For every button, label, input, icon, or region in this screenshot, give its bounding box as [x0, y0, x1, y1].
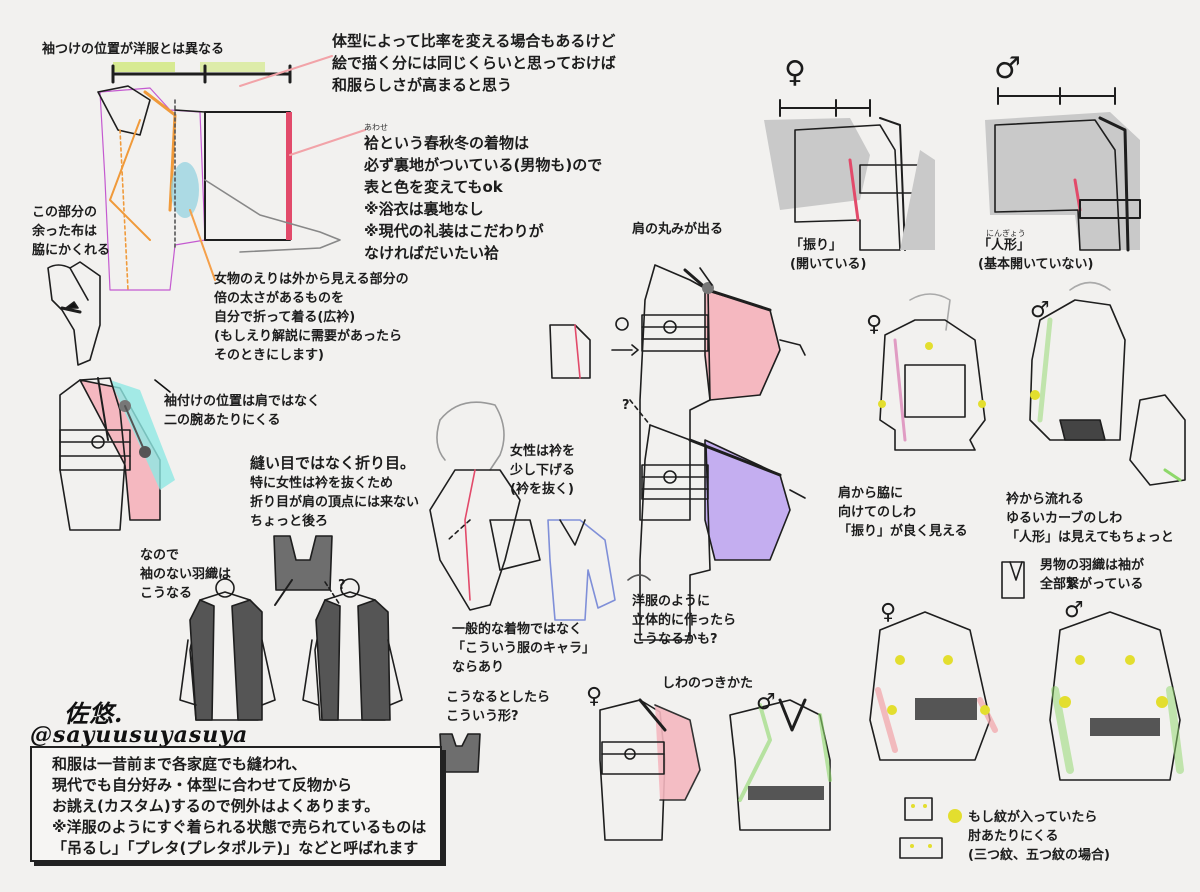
shoulder-arrow-figure — [47, 261, 101, 366]
profile-crease-figure — [429, 401, 541, 611]
ningyo-wrinkle-note: 衿から流れる ゆるいカーブのしわ 「人形」は見えてもちょっと — [1006, 492, 1174, 545]
female-furi-figure — [764, 99, 935, 251]
furi-wrinkle-note: 肩から脇に 向けてのしわ 「振り」が良く見える — [838, 486, 968, 539]
male-crest-figure — [1049, 611, 1184, 781]
sleeve-attach-note: 袖付けの位置は肩ではなく 二の腕あたりにくる — [164, 394, 321, 428]
collar-note: 女物のえりは外から見える部分の 倍の太さがあるものを 自分で折って着る(広衿) … — [214, 272, 409, 363]
female-symbol-2: ♀ — [866, 312, 883, 337]
info-box-text: 和服は一昔前まで各家庭でも縫われ、 現代でも自分好み・体型に合わせて反物から お… — [52, 755, 427, 857]
male-symbol-1: ♂ — [994, 51, 1021, 86]
general-note: 一般的な着物ではなく 「こういう服のキャラ」 ならあり — [452, 622, 596, 675]
ningyo-ruby: にんぎょう — [986, 229, 1026, 238]
fold-note: 特に女性は衿を抜くため 折り目が肩の頂点には来ない ちょっと後ろ — [250, 476, 420, 529]
kimono-purple-sleeve-figure — [547, 399, 806, 641]
excess-cloth-note: この部分の 余った布は 脇にかくれる — [32, 205, 111, 258]
male-ningyo-figure — [985, 87, 1141, 252]
question-mark-2: ? — [622, 398, 630, 413]
haori-note: なので 袖のない羽織は こうなる — [140, 548, 232, 601]
ningyo-label: 「人形」 (基本開いていない) — [978, 238, 1094, 272]
info-box: 和服は一昔前まで各家庭でも縫われ、 現代でも自分好み・体型に合わせて反物から お… — [30, 746, 442, 862]
female-symbol-4: ♀ — [880, 600, 897, 625]
male-back-figure — [1029, 281, 1186, 486]
kimono-sleeve-position-figure — [59, 377, 175, 531]
kimono-shoulder-round-figure — [549, 264, 806, 521]
female-crest-figure — [869, 611, 998, 761]
male-symbol-2: ♂ — [1030, 298, 1050, 323]
ratio-note: 体型によって比率を変える場合もあるけど 絵で描く分には同じくらいと思っておけば … — [332, 32, 616, 94]
haori-sleeveless-figures — [179, 535, 481, 773]
haori-connected-sleeve-figure — [1001, 561, 1025, 599]
western-note: 洋服のように 立体的に作ったら こうなるかも? — [632, 594, 737, 647]
sleeve-position-title: 袖つけの位置が洋服とは異なる — [42, 42, 225, 57]
female-symbol-3: ♀ — [586, 684, 603, 709]
question-mark-1: ? — [338, 578, 346, 593]
western-vs-kimono-figure — [97, 55, 366, 291]
crest-note: もし紋が入っていたら 肘あたりにくる (三つ紋、五つ紋の場合) — [968, 810, 1110, 863]
female-front-figure — [878, 293, 986, 451]
awase-note: 袷という春秋冬の着物は 必ず裏地がついている(男物も)ので 表と色を変えてもok… — [364, 134, 603, 262]
shoulder-round-note: 肩の丸みが出る — [632, 222, 724, 237]
crest-position-mini-figures — [899, 797, 962, 859]
female-collar-note: 女性は衿を 少し下げる (衿を抜く) — [510, 444, 576, 497]
fold-title: 縫い目ではなく折り目。 — [250, 454, 416, 472]
male-haori-note: 男物の羽織は袖が 全部繋がっている — [1040, 558, 1145, 592]
wrinkle-title: しわのつきかた — [662, 676, 754, 691]
if-so-note: こうなるとしたら こういう形? — [446, 690, 551, 724]
male-symbol-4: ♂ — [1064, 598, 1084, 623]
male-symbol-3: ♂ — [756, 690, 776, 715]
female-symbol-1: ♀ — [784, 55, 806, 90]
furi-label: 「振り」 (開いている) — [790, 238, 867, 272]
author-handle: @sayuusuyasuya — [30, 722, 249, 748]
awase-ruby: あわせ — [364, 123, 388, 132]
wrinkle-figures — [599, 698, 832, 841]
author-signature: 佐悠. — [64, 699, 124, 728]
